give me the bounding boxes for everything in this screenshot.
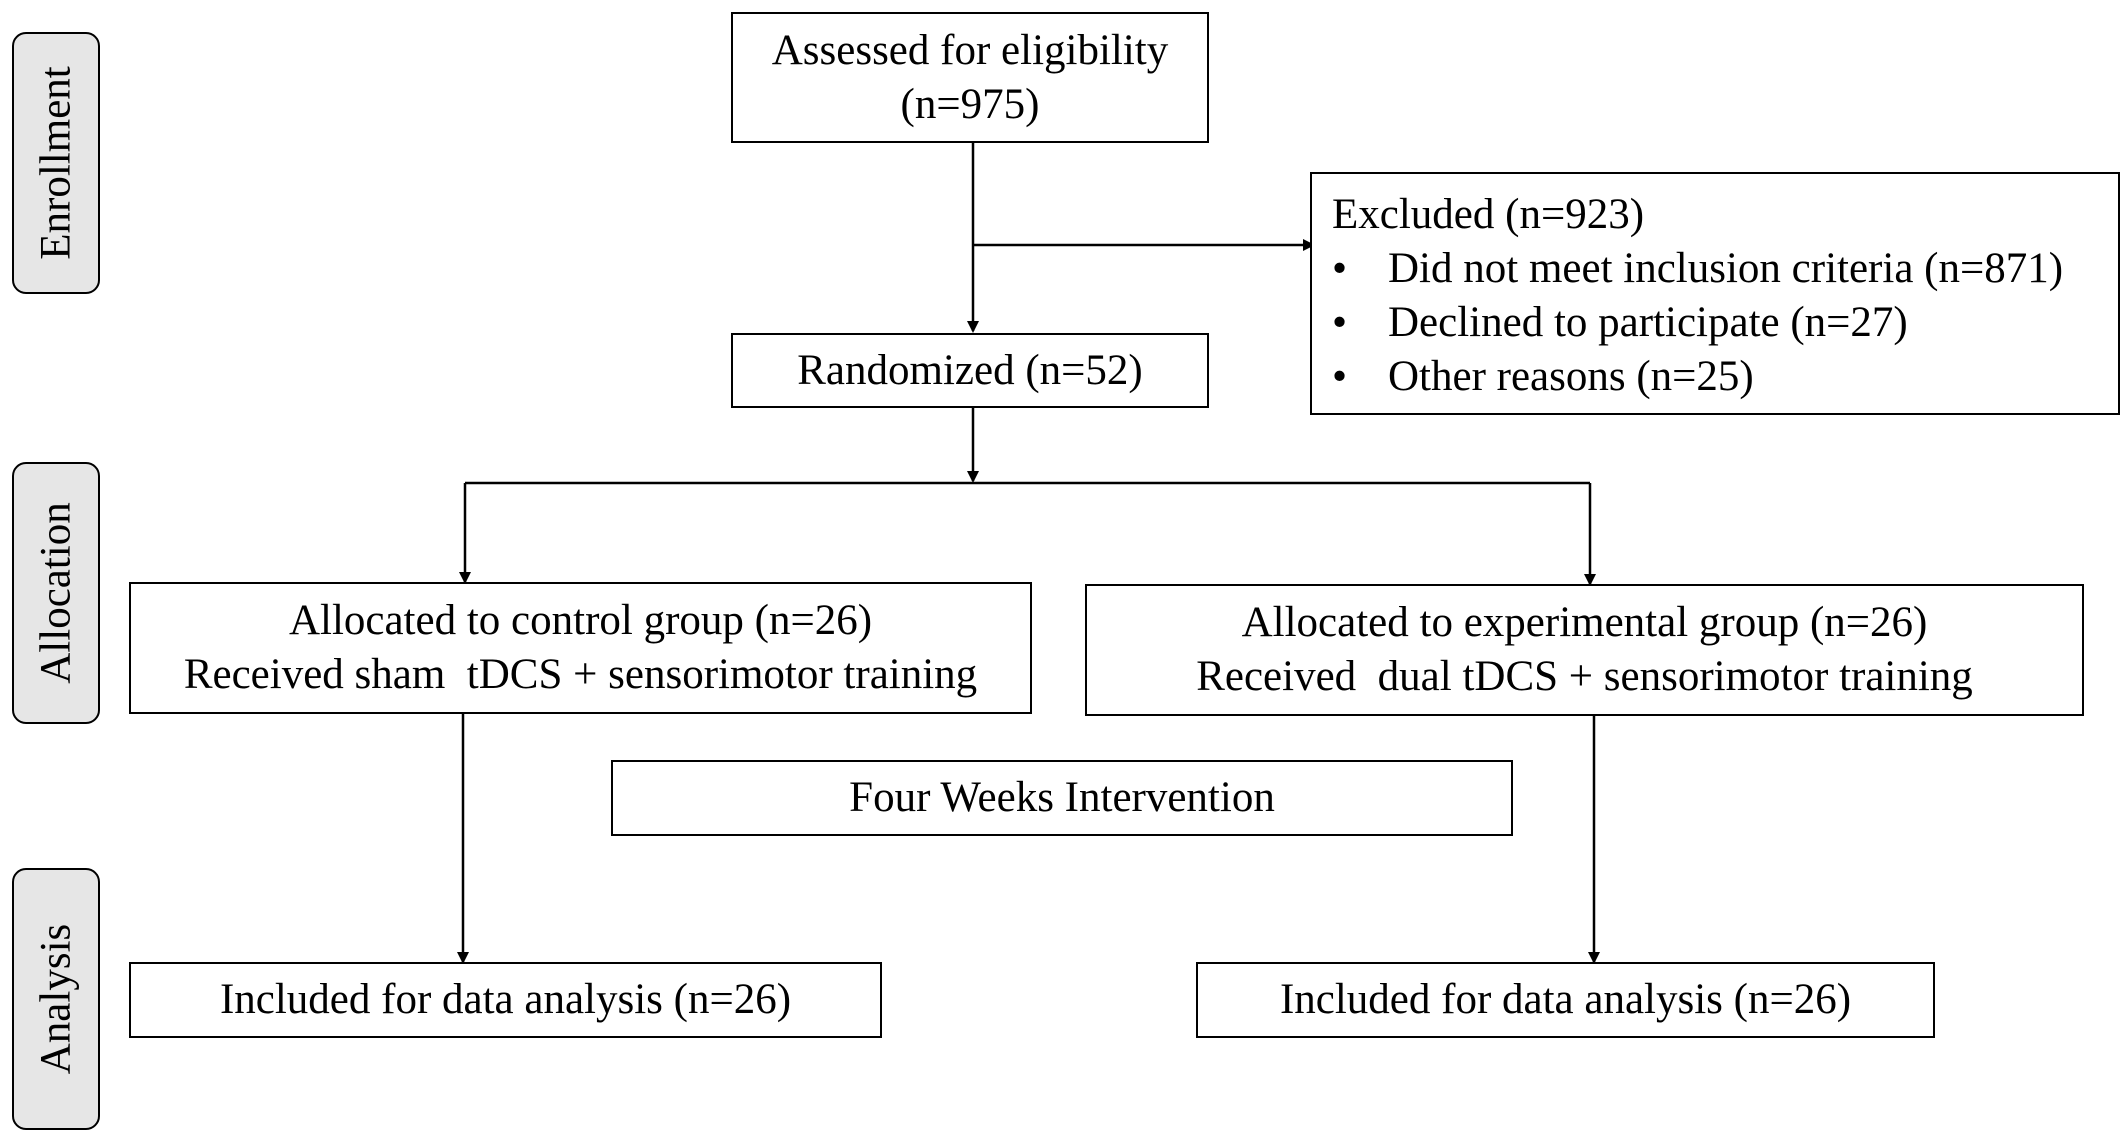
randomized-box: Randomized (n=52) [731, 333, 1209, 408]
analysis-experimental-label: Included for data analysis (n=26) [1279, 976, 1852, 1023]
stage-enrollment-label: Enrollment [32, 66, 80, 260]
control-line2: Received sham tDCS + sensorimotor traini… [183, 651, 978, 698]
experimental-group-box: Allocated to experimental group (n=26) R… [1085, 584, 2084, 716]
analysis-experimental-box: Included for data analysis (n=26) [1196, 962, 1935, 1038]
stage-allocation: Allocation [12, 462, 100, 724]
stage-analysis: Analysis [12, 868, 100, 1130]
excluded-reasons: Did not meet inclusion criteria (n=871) … [1332, 242, 2118, 404]
intervention-box: Four Weeks Intervention [611, 760, 1513, 836]
excluded-title: Excluded (n=923) [1332, 191, 1645, 238]
assessed-box: Assessed for eligibility (n=975) [731, 12, 1209, 143]
assessed-line1: Assessed for eligibility [771, 26, 1169, 74]
stage-allocation-label: Allocation [32, 502, 80, 684]
randomized-label: Randomized (n=52) [797, 346, 1143, 394]
experimental-line2: Received dual tDCS + sensorimotor traini… [1196, 653, 1973, 700]
excluded-reason: Declined to participate (n=27) [1332, 296, 2118, 350]
excluded-reason: Other reasons (n=25) [1332, 350, 2118, 404]
excluded-box: Excluded (n=923) Did not meet inclusion … [1310, 172, 2120, 415]
analysis-control-label: Included for data analysis (n=26) [219, 976, 792, 1023]
intervention-label: Four Weeks Intervention [849, 774, 1275, 821]
control-group-box: Allocated to control group (n=26) Receiv… [129, 582, 1032, 714]
stage-analysis-label: Analysis [32, 923, 80, 1075]
excluded-reason: Did not meet inclusion criteria (n=871) [1332, 242, 2118, 296]
stage-enrollment: Enrollment [12, 32, 100, 294]
experimental-line1: Allocated to experimental group (n=26) [1241, 599, 1928, 646]
analysis-control-box: Included for data analysis (n=26) [129, 962, 882, 1038]
control-line1: Allocated to control group (n=26) [288, 597, 873, 644]
assessed-line2: (n=975) [900, 80, 1040, 128]
